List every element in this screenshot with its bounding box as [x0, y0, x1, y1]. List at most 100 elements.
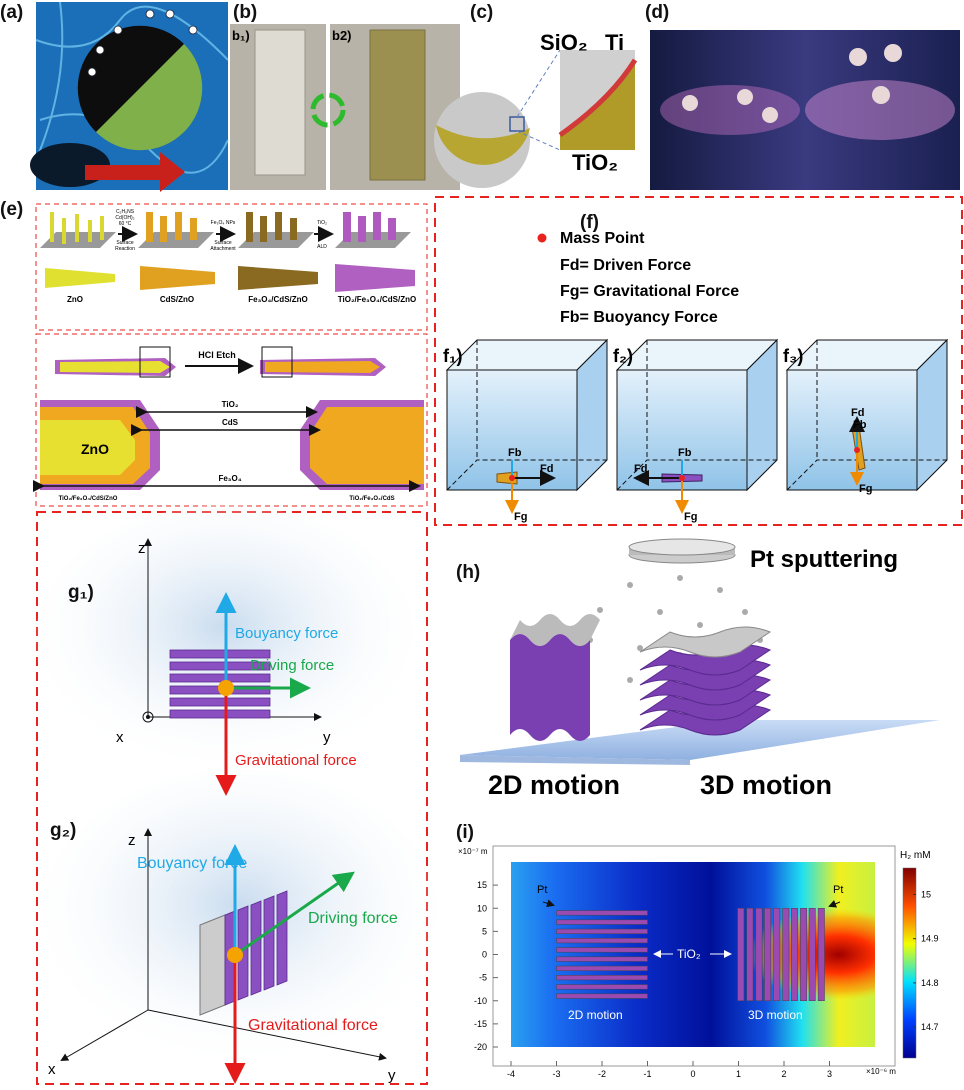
plate-2d — [556, 928, 648, 934]
y-tick-label: -20 — [474, 1042, 487, 1052]
etch-diagram: HCl Etch ZnO TiO₂ CdS Fe₃O₄ TiO₂/Fe₃O₄/C… — [33, 346, 424, 502]
3d-stack — [639, 626, 772, 736]
panel-c: (c) SiO₂ Ti TiO₂ — [434, 2, 638, 188]
panel-label-b: (b) — [233, 2, 257, 23]
step1-text: 60 °C — [119, 221, 132, 227]
plate-3d — [800, 908, 808, 1001]
plate-3d — [746, 908, 754, 1001]
plate-2d — [556, 938, 648, 944]
panel-label-i: (i) — [456, 822, 474, 843]
force-label-fd: Fd — [851, 407, 864, 419]
driving-label: Driving force — [250, 657, 334, 674]
label-2d-motion: 2D motion — [488, 770, 620, 800]
pt-annotation-left: Pt — [537, 884, 547, 896]
panel-label-c: (c) — [470, 2, 493, 23]
buoyancy-label: Bouyancy force — [235, 625, 338, 642]
x-tick-label: 0 — [690, 1069, 695, 1079]
plate-3d — [755, 908, 763, 1001]
2d-stack — [510, 614, 600, 741]
force-label-fg: Fg — [514, 511, 527, 523]
axis-y: y — [388, 1067, 396, 1084]
2d-motion-annotation: 2D motion — [568, 1008, 623, 1022]
axis-y: y — [323, 729, 331, 746]
plate-2d — [556, 984, 648, 990]
axis-x: x — [48, 1061, 56, 1078]
x-tick-label: 2 — [781, 1069, 786, 1079]
panel-h: (h) Pt sputtering 2D motion 3D motion — [456, 538, 940, 800]
panel-f: (f) Mass Point Fd= Driven Force Fg= Grav… — [434, 196, 963, 526]
panel-e: (e) C₂H₅NS Cd(OH)₂ 60 °C Surface Reactio… — [0, 199, 428, 507]
y-tick-label: -15 — [474, 1019, 487, 1029]
plate-2d — [556, 975, 648, 981]
step1-text: Surface — [116, 240, 133, 246]
layer-label: Fe₃O₄ — [218, 474, 241, 483]
mass-point-icon — [537, 233, 547, 243]
x-axis-unit: ×10⁻⁶ m — [866, 1067, 896, 1076]
layer-label: CdS — [222, 418, 239, 427]
colorbar-tick-label: 14.7 — [921, 1022, 939, 1032]
force-label-fd: Fd — [634, 463, 647, 475]
label-tio2: TiO₂ — [572, 150, 618, 175]
cuvette-colored — [369, 29, 426, 181]
force-label-fd: Fd — [540, 463, 553, 475]
panel-a: (a) — [0, 1, 229, 192]
pt-annotation-right: Pt — [833, 884, 843, 896]
legend-item: Fb= Buoyancy Force — [560, 309, 718, 326]
mass-point — [218, 680, 234, 696]
panel-label-f2: f₂) — [613, 346, 633, 366]
buoyancy-label: Bouyancy force — [137, 855, 247, 872]
axis-x: x — [116, 729, 124, 746]
material-label: CdS/ZnO — [160, 295, 194, 304]
plot-frame — [492, 845, 896, 1067]
x-tick-label: -1 — [643, 1069, 651, 1079]
label-ti: Ti — [605, 30, 624, 55]
panel-label-h: (h) — [456, 562, 480, 583]
y-tick-label: -5 — [479, 973, 487, 983]
step3-text: TiO₂ — [317, 220, 327, 226]
force-label-fb: Fb — [853, 419, 867, 431]
plate-2d — [556, 965, 648, 971]
colorbar-label: H₂ mM — [900, 850, 931, 861]
gravity-label: Gravitational force — [248, 1017, 378, 1034]
y-tick-label: 10 — [477, 903, 487, 913]
force-label-fg: Fg — [859, 483, 872, 495]
axis-z: z — [128, 832, 136, 849]
colorbar-tick-label: 14.8 — [921, 978, 939, 988]
panel-g: g₁) z x y Bouyancy force Driving force G… — [35, 505, 440, 1085]
step2-text: Attachment — [210, 246, 236, 252]
plate-3d — [808, 908, 816, 1001]
gravity-label: Gravitational force — [235, 752, 357, 769]
x-tick-label: -4 — [507, 1069, 515, 1079]
step3-text: ALD — [317, 244, 327, 250]
mass-point — [227, 947, 243, 963]
panel-label-e: (e) — [0, 199, 23, 220]
step1-text: Reaction — [115, 246, 135, 252]
sputtering-label: Pt sputtering — [750, 546, 898, 573]
left-caption: TiO₂/Fe₃O₄/CdS/ZnO — [59, 496, 118, 502]
cuvette-clear — [254, 29, 306, 176]
y-tick-label: 5 — [482, 926, 487, 936]
material-label: Fe₃O₄/CdS/ZnO — [248, 295, 308, 304]
step1-text: C₂H₅NS — [116, 209, 135, 215]
y-axis-unit: ×10⁻⁷ m — [458, 847, 488, 856]
panel-d: (d) — [645, 2, 960, 190]
material-label: ZnO — [67, 295, 83, 304]
axis-z: z — [138, 540, 146, 557]
force-label-fg: Fg — [684, 511, 697, 523]
tio2-annotation: TiO₂ — [677, 947, 701, 961]
plate-2d — [556, 947, 648, 953]
panel-label-f1: f₁) — [443, 346, 462, 366]
panel-label-b1: b₁) — [232, 28, 250, 43]
x-tick-label: -3 — [552, 1069, 560, 1079]
x-tick-label: 3 — [827, 1069, 832, 1079]
panel-label-f3: f₃) — [783, 346, 803, 366]
legend-item: Mass Point — [560, 230, 645, 247]
step2-text: Surface — [214, 240, 231, 246]
3d-motion-annotation: 3D motion — [748, 1008, 803, 1022]
force-label-fb: Fb — [508, 447, 522, 459]
material-label: TiO₂/Fe₃O₄/CdS/ZnO — [338, 295, 416, 304]
